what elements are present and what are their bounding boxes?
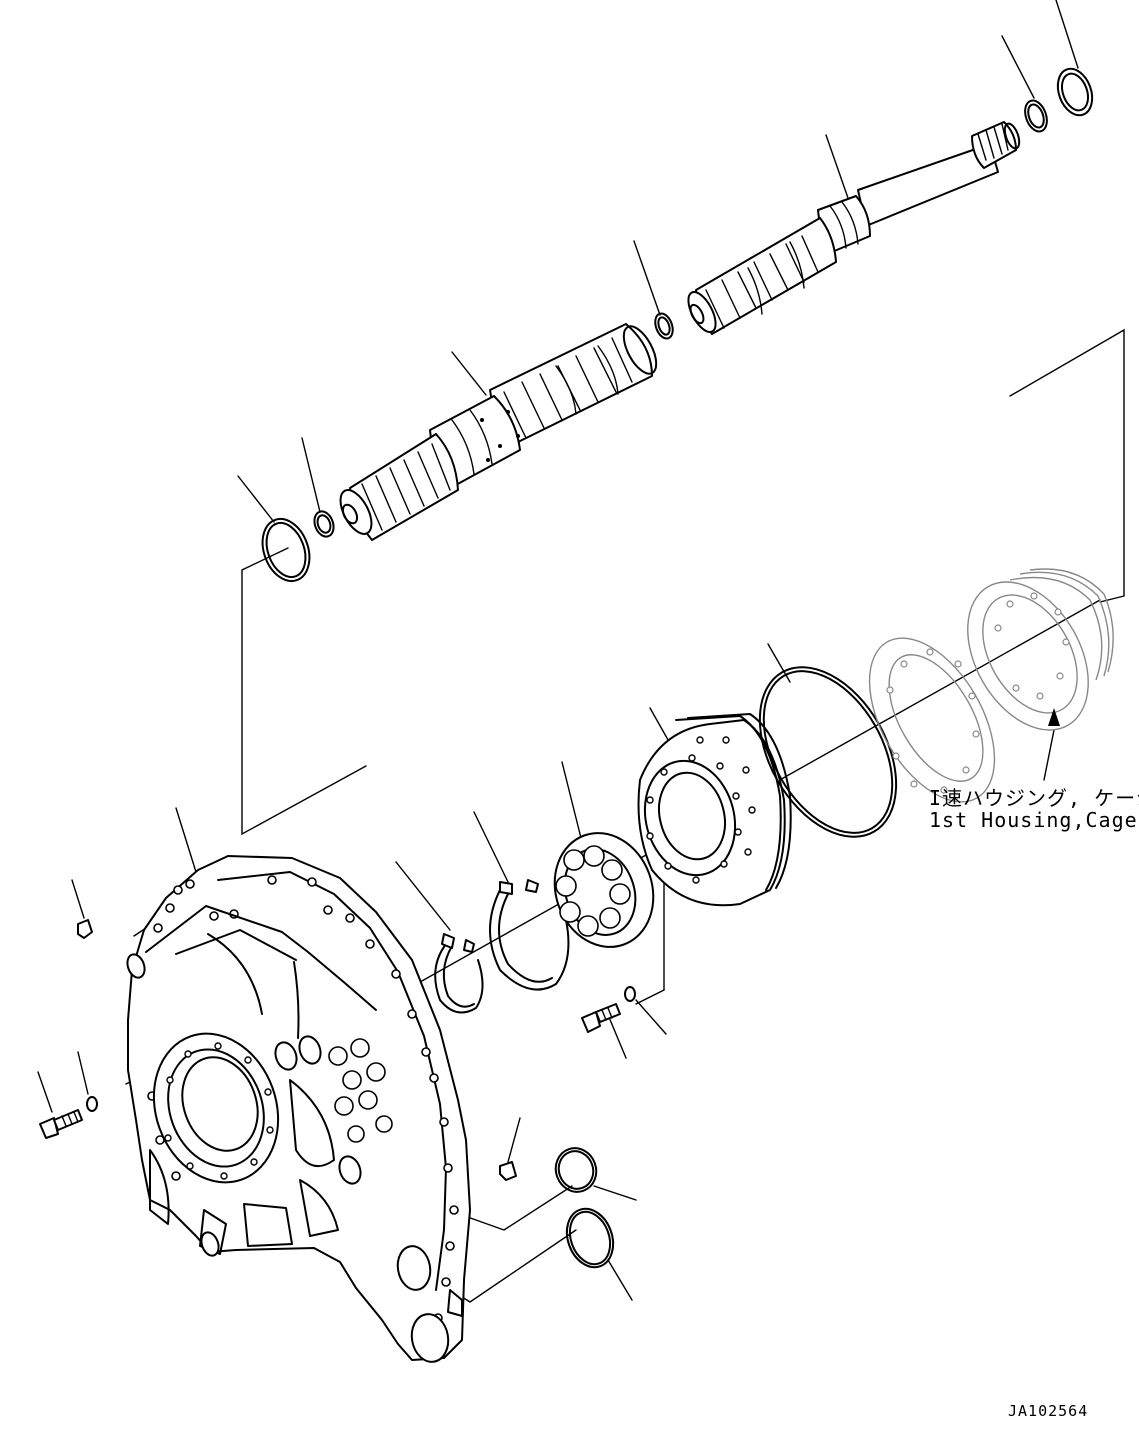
- snap-ring-large-left: [261, 518, 311, 582]
- ball-bearing: [553, 832, 655, 948]
- snap-ring-small-top: [1024, 99, 1048, 133]
- snap-ring-c-small: [434, 933, 484, 1014]
- callout-label-japanese: I速ハウジング, ケージ: [929, 786, 1139, 810]
- bearing-cage: [637, 713, 792, 907]
- snap-ring-c-large: [489, 879, 570, 991]
- cage-washer: [624, 986, 636, 1002]
- callout-arrow: [1048, 708, 1060, 726]
- transmission-housing: [126, 855, 471, 1363]
- plug-top-left: [77, 919, 93, 939]
- o-ring-small-lower: [565, 1207, 615, 1269]
- drawing-number: JA102564: [1008, 1402, 1089, 1420]
- cage-bolt: [581, 1003, 621, 1033]
- leader-lines: [37, 0, 1079, 1301]
- input-shaft-lower: [339, 323, 658, 541]
- washer-left: [86, 1096, 98, 1112]
- bolt-left: [39, 1109, 83, 1139]
- first-housing-plate-ghost: [868, 637, 996, 803]
- o-ring-small-upper: [554, 1147, 598, 1193]
- snap-ring-mid-shaft: [654, 312, 674, 340]
- plug-center: [499, 1161, 517, 1181]
- callout-label-english: 1st Housing,Cage: [929, 808, 1138, 832]
- output-shaft-upper: [687, 121, 1021, 335]
- first-housing-cage-ghost: [967, 568, 1114, 731]
- snap-ring-large-top: [1056, 67, 1094, 117]
- snap-ring-small-left: [313, 510, 335, 538]
